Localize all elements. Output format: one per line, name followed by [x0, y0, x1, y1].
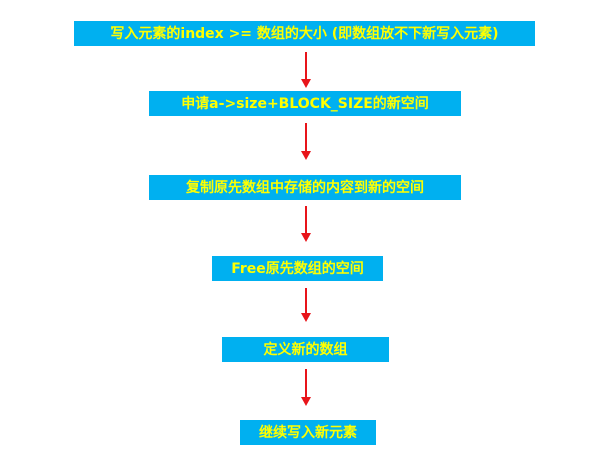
step-allocate-new-space: 申请a->size+BLOCK_SIZE的新空间 [149, 91, 461, 116]
step-define-new-array: 定义新的数组 [222, 337, 389, 362]
arrow-3 [301, 206, 311, 242]
step-check-array-full: 写入元素的index >= 数组的大小 (即数组放不下新写入元素) [74, 21, 535, 46]
step-copy-contents: 复制原先数组中存储的内容到新的空间 [149, 175, 461, 200]
arrow-1 [301, 52, 311, 88]
step-continue-writing: 继续写入新元素 [240, 420, 376, 445]
arrow-5 [301, 369, 311, 406]
step-free-old-array: Free原先数组的空间 [212, 256, 383, 281]
arrow-4 [301, 288, 311, 322]
arrow-2 [301, 123, 311, 160]
